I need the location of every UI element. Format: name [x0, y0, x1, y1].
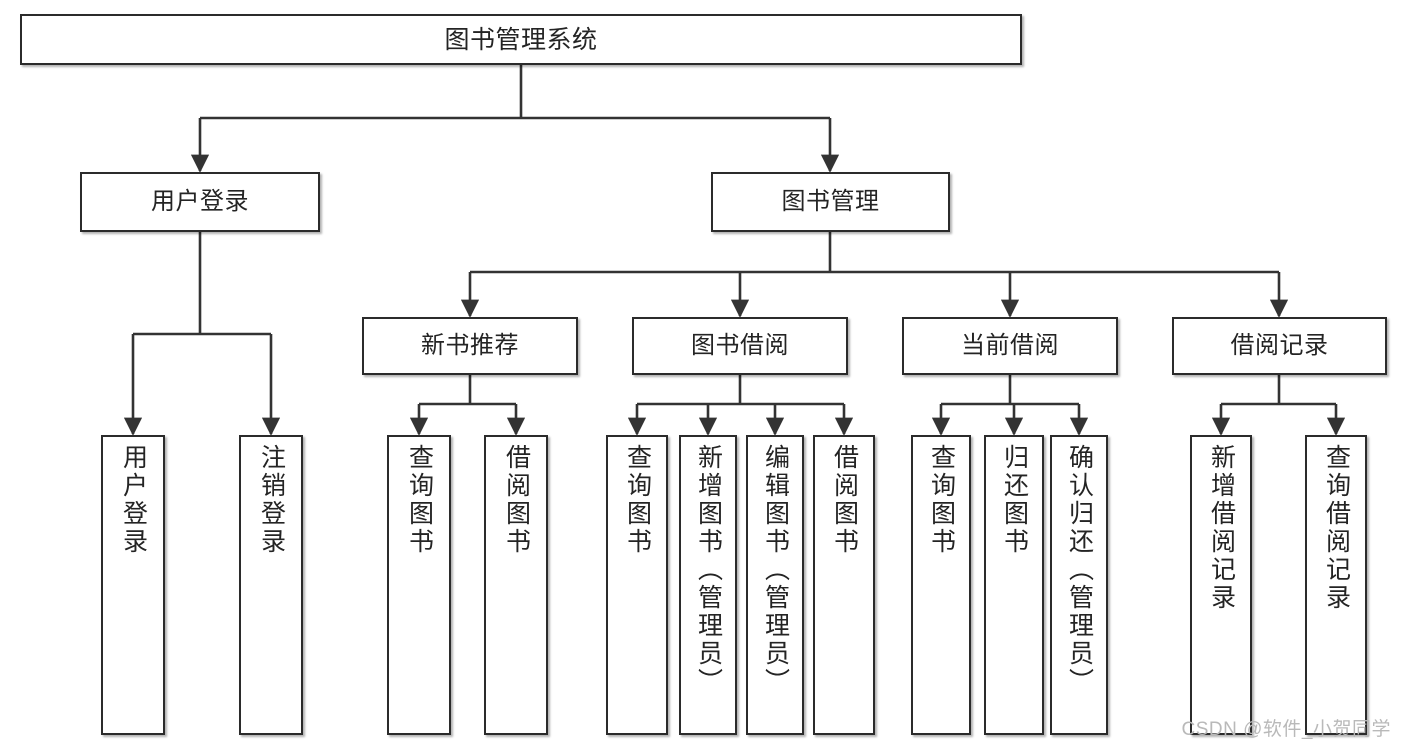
node-leaf-11-label: 新增借阅记录	[1207, 444, 1236, 612]
node-level3-2-label: 当前借阅	[961, 331, 1059, 359]
node-leaf-4-label: 查询图书	[623, 444, 652, 556]
node-level3-0-label: 新书推荐	[421, 331, 519, 359]
csdn-watermark: CSDN @软件_小贺同学	[1181, 719, 1391, 740]
node-leaf-7-label: 借阅图书	[830, 444, 859, 556]
node-leaf-3: 借阅图书	[484, 435, 548, 735]
node-leaf-11: 新增借阅记录	[1190, 435, 1252, 735]
node-leaf-8: 查询图书	[911, 435, 971, 735]
node-leaf-4: 查询图书	[606, 435, 668, 735]
node-leaf-2: 查询图书	[387, 435, 451, 735]
node-level2-1: 图书管理	[711, 172, 950, 232]
node-leaf-10: 确认归还（管理员）	[1050, 435, 1108, 735]
node-leaf-9: 归还图书	[984, 435, 1044, 735]
node-leaf-7: 借阅图书	[813, 435, 875, 735]
node-level3-0: 新书推荐	[362, 317, 578, 375]
node-level3-2: 当前借阅	[902, 317, 1118, 375]
node-leaf-6-label: 编辑图书（管理员）	[761, 444, 790, 696]
node-leaf-10-label: 确认归还（管理员）	[1065, 444, 1094, 696]
node-root-system-label: 图书管理系统	[444, 25, 598, 54]
node-leaf-3-label: 借阅图书	[502, 444, 531, 556]
node-leaf-12-label: 查询借阅记录	[1322, 444, 1351, 612]
node-level2-1-label: 图书管理	[781, 187, 880, 215]
node-leaf-0-label: 用户登录	[119, 444, 148, 556]
node-level3-3-label: 借阅记录	[1230, 331, 1329, 359]
node-leaf-9-label: 归还图书	[1000, 444, 1029, 556]
node-leaf-8-label: 查询图书	[927, 444, 956, 556]
node-leaf-12: 查询借阅记录	[1305, 435, 1367, 735]
node-leaf-0: 用户登录	[101, 435, 165, 735]
node-level3-1-label: 图书借阅	[691, 331, 789, 359]
node-leaf-2-label: 查询图书	[405, 444, 434, 556]
node-level2-0-label: 用户登录	[151, 187, 249, 215]
node-level3-1: 图书借阅	[632, 317, 848, 375]
node-leaf-1-label: 注销登录	[257, 444, 286, 556]
node-root-system: 图书管理系统	[20, 14, 1022, 65]
node-leaf-5-label: 新增图书（管理员）	[694, 444, 723, 696]
node-level3-3: 借阅记录	[1172, 317, 1387, 375]
node-level2-0: 用户登录	[80, 172, 320, 232]
node-leaf-6: 编辑图书（管理员）	[746, 435, 804, 735]
node-leaf-1: 注销登录	[239, 435, 303, 735]
node-leaf-5: 新增图书（管理员）	[679, 435, 737, 735]
